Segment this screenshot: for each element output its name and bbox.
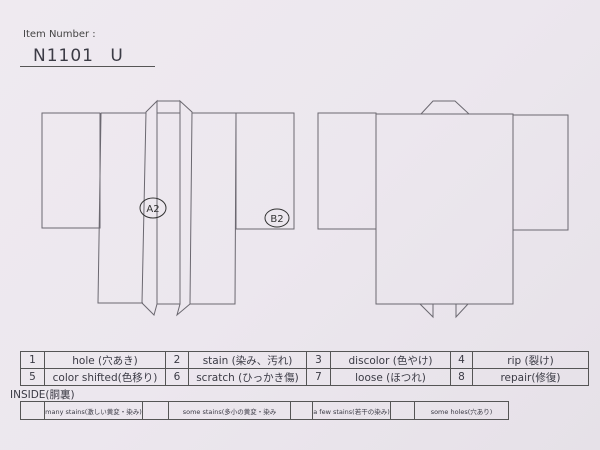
legend-num: 5: [20, 368, 45, 386]
legend-text: discolor (色やけ): [330, 351, 451, 369]
item-number-underline: [20, 66, 155, 67]
inside-row: many stains(激しい黄変・染み) some stains(多小の黄変・…: [20, 401, 509, 420]
legend-text: scratch (ひっかき傷): [188, 368, 307, 386]
front-right-collar: [176, 99, 193, 317]
item-number-label: Item Number :: [23, 29, 96, 40]
inside-checkbox[interactable]: [142, 401, 169, 420]
back-view: [317, 100, 569, 319]
back-right-tab: [455, 303, 469, 319]
inside-option: many stains(激しい黄変・染み): [44, 401, 143, 420]
back-left-sleeve: [317, 112, 377, 230]
legend-text: repair(修復): [472, 368, 589, 386]
legend-text: color shifted(色移り): [44, 368, 166, 386]
legend-num: 1: [20, 351, 45, 369]
legend-num: 2: [165, 351, 189, 369]
mark-b2-circle: [264, 208, 290, 228]
legend-num: 4: [450, 351, 473, 369]
legend-num: 3: [306, 351, 331, 369]
item-number-value: N1101 U: [33, 46, 124, 66]
back-left-tab: [419, 303, 434, 319]
mark-b2: B2: [270, 214, 283, 225]
inside-condition-table: many stains(激しい黄変・染み) some stains(多小の黄変・…: [20, 401, 509, 420]
inside-label: INSIDE(胴裏): [10, 389, 75, 401]
legend-num: 6: [165, 368, 189, 386]
inside-checkbox[interactable]: [290, 401, 313, 420]
mark-a2: A2: [146, 204, 159, 215]
front-left-sleeve: [41, 112, 101, 229]
back-right-sleeve: [512, 114, 569, 231]
front-right-body: [190, 112, 237, 305]
legend-num: 7: [306, 368, 331, 386]
mark-a2-circle: [139, 197, 167, 219]
back-body: [375, 113, 514, 305]
front-left-collar: [141, 99, 158, 316]
legend-text: loose (ほつれ): [330, 368, 451, 386]
legend-text: hole (穴あき): [44, 351, 166, 369]
front-left-body: [97, 112, 143, 304]
legend-text: rip (裂け): [472, 351, 589, 369]
inside-checkbox[interactable]: [390, 401, 415, 420]
inside-option: some stains(多小の黄変・染み: [168, 401, 291, 420]
legend-num: 8: [450, 368, 473, 386]
front-right-sleeve: [235, 112, 295, 230]
inside-option: some holes(穴あり): [414, 401, 509, 420]
legend-text: stain (染み、汚れ): [188, 351, 307, 369]
inside-checkbox[interactable]: [20, 401, 45, 420]
inside-option: a few stains(若干の染み): [312, 401, 391, 420]
back-collar: [420, 100, 470, 115]
front-view: A2 B2: [41, 99, 295, 317]
